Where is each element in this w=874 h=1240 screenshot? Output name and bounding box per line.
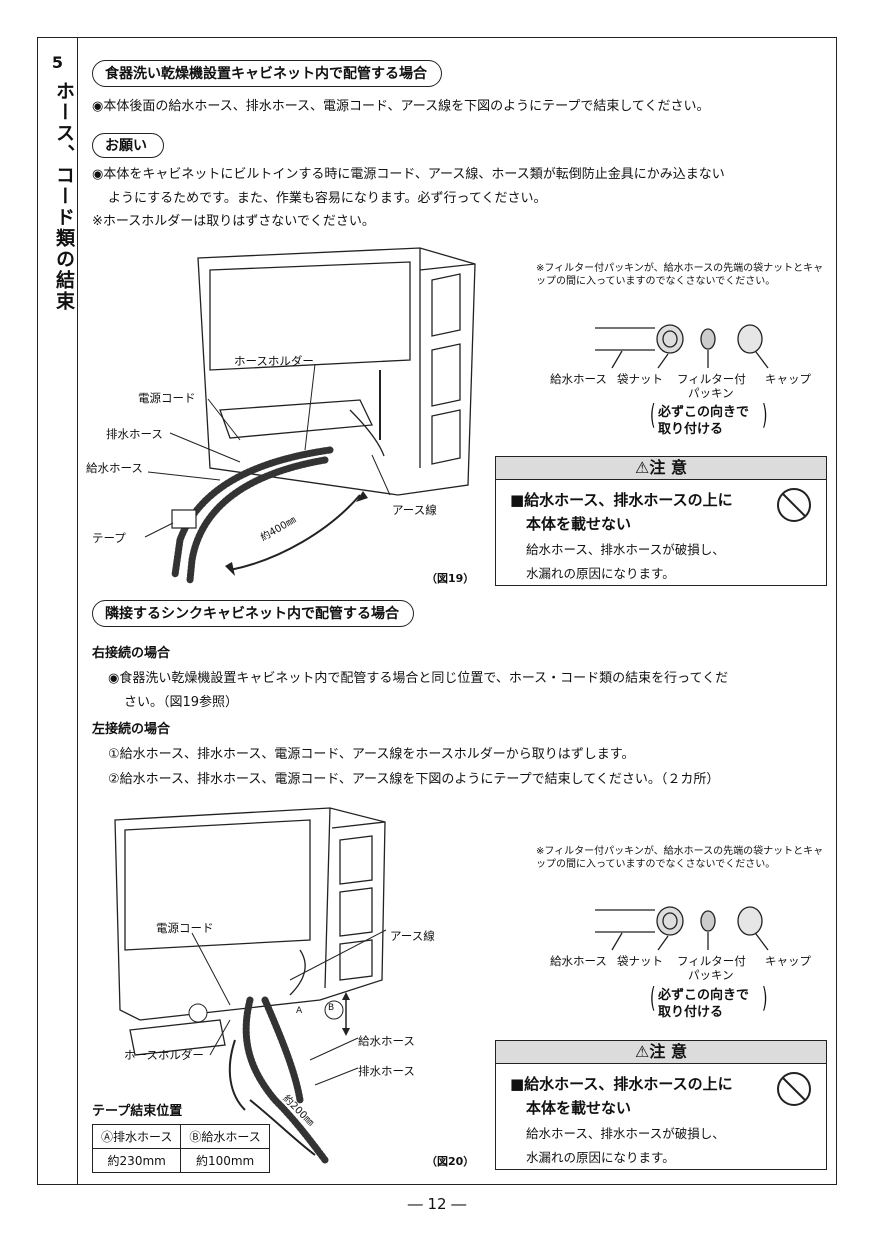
parts2-supply-hose: 給水ホース — [550, 954, 607, 968]
left-connection-step-1: ①給水ホース、排水ホース、電源コード、アース線をホースホルダーから取りはずします… — [108, 747, 635, 762]
right-connection-line-2: さい。（図19参照） — [124, 695, 239, 710]
parts2-bag-nut: 袋ナット — [617, 954, 663, 968]
fig19-tape-label: テープ — [92, 531, 126, 545]
parts2-direction-1: 必ずこの向きで — [658, 988, 750, 1003]
parts1-direction-1: 必ずこの向きで — [658, 405, 750, 420]
holder-note: ※ホースホルダーは取りはずさないでください。 — [92, 214, 375, 229]
bracket-open-1: ( — [650, 398, 656, 431]
caution-line-3: 給水ホース、排水ホースが破損し、 — [526, 1126, 725, 1141]
parts2-filter-packing-1: フィルター付 — [677, 954, 746, 968]
parts2-cap: キャップ — [765, 954, 811, 968]
parts1-bag-nut: 袋ナット — [617, 372, 663, 386]
bracket-close-2: ) — [762, 981, 768, 1014]
caution-title-1: ⚠注 意 — [496, 457, 826, 480]
fig20-mark-a: A — [296, 1006, 303, 1016]
page-number: ― 12 ― — [407, 1195, 467, 1213]
fig20-hose-holder-label: ホースホルダー — [124, 1048, 204, 1062]
fig19-hose-holder-label: ホースホルダー — [234, 354, 314, 368]
parts2-direction-2: 取り付ける — [658, 1005, 724, 1020]
left-connection-title: 左接続の場合 — [92, 722, 171, 737]
caution-line-4: 水漏れの原因になります。 — [526, 1150, 675, 1165]
parts1-supply-hose: 給水ホース — [550, 372, 607, 386]
prohibition-icon — [777, 1072, 811, 1106]
table-value-drain: 約230mm — [91, 1148, 182, 1173]
filter-note-2: ※フィルター付パッキンが、給水ホースの先端の袋ナットとキャップの間に入っています… — [536, 846, 824, 870]
section-title: ホース、コード類の結束 — [53, 81, 75, 312]
table-header-drain: Ⓐ排水ホース — [91, 1124, 182, 1149]
request-label: お願い — [92, 133, 164, 158]
right-connection-title: 右接続の場合 — [92, 646, 171, 661]
fig19-drain-hose-label: 排水ホース — [106, 427, 163, 441]
right-connection-line-1: ◉食器洗い乾燥機設置キャビネット内で配管する場合と同じ位置で、ホース・コード類の… — [108, 671, 729, 686]
parts1-cap: キャップ — [765, 372, 811, 386]
table-row: 約230mm 約100mm — [91, 1148, 270, 1173]
parts1-filter-packing-2: パッキン — [688, 386, 734, 400]
intro-paragraph: ◉本体後面の給水ホース、排水ホース、電源コード、アース線を下図のようにテープで結… — [92, 99, 710, 114]
fig20-drain-hose-label: 排水ホース — [358, 1064, 415, 1078]
request-line-2: ようにするためです。また、作業も容易になります。必ず行ってください。 — [108, 191, 547, 206]
caution-box-1: ⚠注 意 ■給水ホース、排水ホースの上に 本体を載せない 給水ホース、排水ホース… — [495, 456, 827, 586]
caution-line-2: 本体を載せない — [526, 1099, 632, 1117]
table-header-supply: Ⓑ給水ホース — [180, 1124, 270, 1149]
fig20-caption: （図20） — [426, 1155, 475, 1168]
page-frame — [37, 37, 837, 1185]
bracket-close-1: ) — [762, 398, 768, 431]
heading-cabinet-piping: 食器洗い乾燥機設置キャビネット内で配管する場合 — [92, 60, 442, 87]
section-number: 5 — [51, 53, 64, 72]
caution-line-4: 水漏れの原因になります。 — [526, 566, 675, 581]
prohibition-icon — [777, 488, 811, 522]
parts-illustration-1 — [595, 324, 769, 369]
caution-line-1: ■給水ホース、排水ホースの上に — [510, 1075, 733, 1093]
parts1-filter-packing-1: フィルター付 — [677, 372, 746, 386]
filter-note-1: ※フィルター付パッキンが、給水ホースの先端の袋ナットとキャップの間に入っています… — [536, 263, 824, 287]
bracket-open-2: ( — [650, 981, 656, 1014]
fig19-supply-hose-label: 給水ホース — [86, 461, 143, 475]
heading-sink-cabinet-piping: 隣接するシンクキャビネット内で配管する場合 — [92, 600, 414, 627]
table-value-supply: 約100mm — [180, 1148, 270, 1173]
parts2-filter-packing-2: パッキン — [688, 968, 734, 982]
fig19-earth-wire-label: アース線 — [392, 503, 437, 517]
figure-19-illustration — [144, 247, 476, 584]
fig19-power-cord-label: 電源コード — [138, 391, 196, 405]
caution-line-3: 給水ホース、排水ホースが破損し、 — [526, 542, 725, 557]
fig20-power-cord-label: 電源コード — [156, 921, 214, 935]
caution-title-2: ⚠注 意 — [496, 1041, 826, 1064]
parts1-direction-2: 取り付ける — [658, 422, 724, 437]
caution-line-2: 本体を載せない — [526, 515, 632, 533]
figure-20-illustration — [114, 807, 387, 1164]
tape-position-table: Ⓐ排水ホース Ⓑ給水ホース 約230mm 約100mm — [91, 1124, 270, 1173]
fig20-mark-b: B — [328, 1003, 335, 1013]
fig20-supply-hose-label: 給水ホース — [358, 1034, 415, 1048]
fig19-caption: （図19） — [426, 572, 475, 585]
table-row: Ⓐ排水ホース Ⓑ給水ホース — [91, 1124, 270, 1149]
caution-line-1: ■給水ホース、排水ホースの上に — [510, 491, 733, 509]
parts-illustration-2 — [595, 906, 769, 951]
request-line-1: ◉本体をキャビネットにビルトインする時に電源コード、アース線、ホース類が転倒防止… — [92, 167, 725, 182]
fig20-earth-wire-label: アース線 — [390, 929, 435, 943]
left-connection-step-2: ②給水ホース、排水ホース、電源コード、アース線を下図のようにテープで結束してくだ… — [108, 772, 720, 787]
tape-table-title: テープ結束位置 — [92, 1104, 183, 1119]
section-sidebar: 5 ホース、コード類の結束 — [37, 37, 78, 1185]
caution-box-2: ⚠注 意 ■給水ホース、排水ホースの上に 本体を載せない 給水ホース、排水ホース… — [495, 1040, 827, 1170]
